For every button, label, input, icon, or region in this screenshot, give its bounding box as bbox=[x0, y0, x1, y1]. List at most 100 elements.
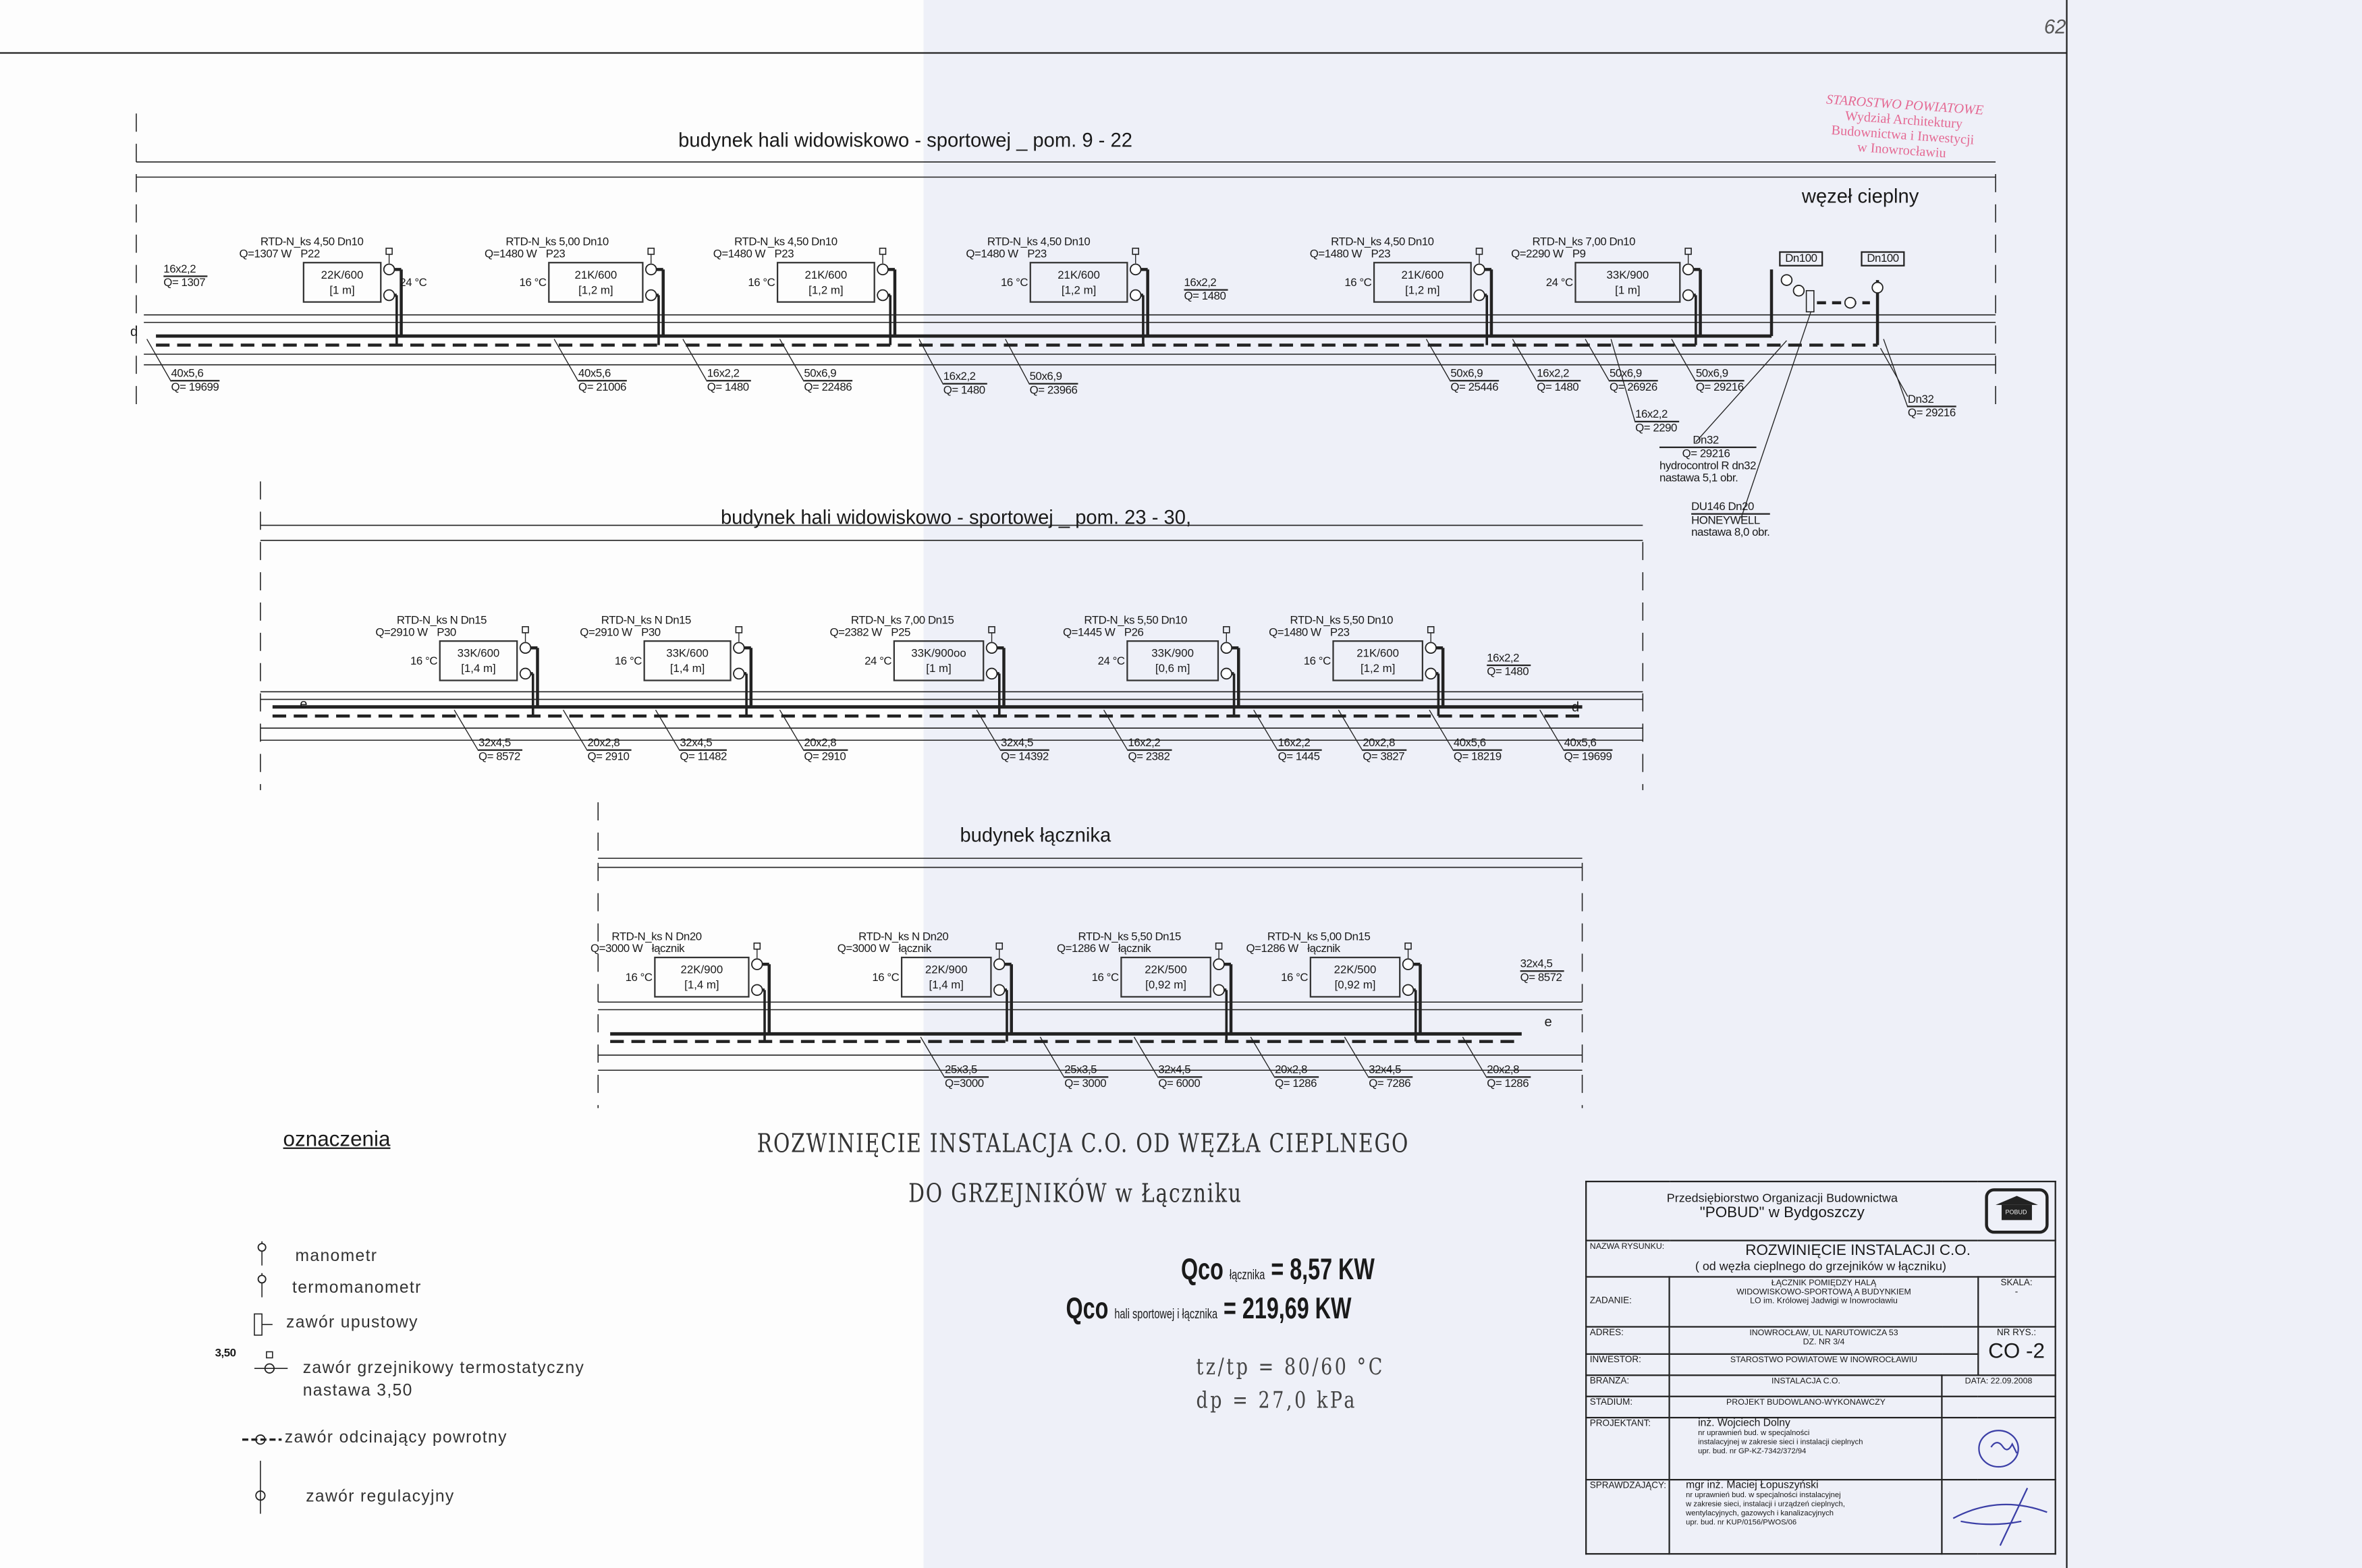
return-valve-icon bbox=[1402, 984, 1415, 997]
label: STADIUM: bbox=[1585, 1395, 1671, 1419]
qco-subscript: hali sportowej i łącznika bbox=[1114, 1306, 1218, 1322]
label: DATA: bbox=[1965, 1377, 1989, 1387]
thermostatic-valve-icon bbox=[383, 263, 395, 276]
radiator-box: 21K/600[1,2 m] bbox=[548, 262, 644, 303]
radiator-valve-spec: RTD-N_ks 5,50 Dn15 bbox=[1078, 929, 1181, 943]
company-name: Przedsiębiorstwo Organizacji Budownictwa… bbox=[1585, 1181, 1978, 1241]
radiator-valve-spec: RTD-N_ks 4,50 Dn10 bbox=[987, 234, 1091, 248]
radiator-q: Q=2910 W bbox=[375, 625, 428, 639]
pipe-label-pipe: 25x3,5 bbox=[945, 1063, 989, 1078]
radiator-room: P23 bbox=[545, 246, 566, 260]
drain-valve-icon bbox=[254, 1313, 263, 1336]
radiator-valve-spec: RTD-N_ks 4,50 Dn10 bbox=[1331, 234, 1434, 248]
thermostatic-valve-icon bbox=[993, 958, 1006, 970]
pipe-label-q: Q= 8572 bbox=[478, 749, 520, 763]
leader-line bbox=[920, 1036, 945, 1078]
radiator-box: 33K/600[1,4 m] bbox=[439, 640, 518, 681]
legend-setting: nastawa 3,50 bbox=[302, 1382, 413, 1401]
radiator-model: 21K/600 bbox=[1356, 646, 1400, 661]
pipe-label-pipe: 32x4,5 bbox=[1001, 737, 1049, 751]
radiator-room: łącznik bbox=[898, 941, 932, 955]
drawing-name: ROZWINIĘCIE INSTALACJI C.O. bbox=[1745, 1242, 1971, 1260]
radiator-q: Q=3000 W bbox=[590, 941, 643, 955]
radiator-model: 21K/600 bbox=[1058, 268, 1100, 282]
total-heat-connector: Qco łącznika = 8,57 KW bbox=[1181, 1254, 1375, 1289]
valve-head-icon bbox=[995, 942, 1004, 950]
room-temperature: 16 °C bbox=[614, 654, 642, 668]
thermostatic-valve-icon bbox=[644, 263, 657, 276]
radiator-model: 22K/500 bbox=[1334, 962, 1377, 977]
radiator-load-room: Q=3000 W łącznik bbox=[837, 943, 941, 955]
pipe-label-pipe: 16x2,2 bbox=[943, 370, 988, 385]
side-label-pipe: 32x4,5 bbox=[1520, 957, 1565, 972]
return-valve-icon bbox=[383, 289, 395, 302]
leader-line bbox=[1253, 709, 1279, 752]
valve-head-icon bbox=[647, 248, 655, 255]
room-temperature: 16 °C bbox=[872, 970, 900, 984]
radiator-box: 21K/600[1,2 m] bbox=[776, 262, 875, 303]
task-line: WIDOWISKOWO-SPORTOWĄ A BUDYNKIEM bbox=[1736, 1288, 1911, 1297]
drawing-number: CO -2 bbox=[1988, 1338, 2045, 1363]
thermomanometer-icon bbox=[1871, 281, 1884, 294]
pipe-label-pipe: 50x6,9 bbox=[1450, 367, 1499, 382]
radiator-model: 22K/900 bbox=[680, 962, 723, 977]
legend-title: oznaczenia bbox=[283, 1126, 391, 1151]
radiator-q: Q=2290 W bbox=[1511, 246, 1564, 260]
leader-line bbox=[1039, 1036, 1065, 1078]
pipe-label-q: Q= 14392 bbox=[1001, 749, 1049, 763]
heat-node-title: węzeł cieplny bbox=[1801, 184, 1919, 208]
qco-value: = 8,57 KW bbox=[1271, 1253, 1375, 1287]
room-temperature: 16 °C bbox=[410, 654, 438, 668]
radiator-valve-spec: RTD-N_ks 7,00 Dn10 bbox=[1532, 234, 1636, 248]
radiator-length: [1 m] bbox=[1615, 283, 1641, 297]
page-number: 62 bbox=[2043, 15, 2066, 38]
checker-line: upr. bud. nr KUP/0156/PWOS/06 bbox=[1686, 1518, 1797, 1528]
pipe-label-pipe: 32x4,5 bbox=[680, 737, 727, 751]
leader-line bbox=[1883, 339, 1908, 408]
flow-regulator-icon bbox=[1805, 289, 1815, 312]
side-label-q: Q= 1480 bbox=[1184, 289, 1226, 303]
checker-line: nr uprawnień bud. w specjalności instala… bbox=[1686, 1490, 1841, 1501]
side-label-q: Q= 1307 bbox=[163, 275, 206, 289]
label: SKALA: bbox=[2000, 1279, 2033, 1289]
section-title: budynek hali widowiskowo - sportowej _ p… bbox=[678, 128, 1132, 152]
legend-manometer: manometr bbox=[295, 1247, 378, 1266]
pipe-label-q: Q= 2382 bbox=[1128, 749, 1170, 763]
scale: - bbox=[2014, 1288, 2018, 1297]
pipe-label-q: Q= 18219 bbox=[1453, 749, 1502, 763]
leader-line bbox=[1695, 340, 1787, 443]
radiator-length: [1,4 m] bbox=[461, 661, 496, 675]
pipe-label-pipe: 20x2,8 bbox=[1363, 737, 1408, 751]
pipe-label-pipe: 16x2,2 bbox=[1278, 737, 1323, 751]
valve-head-icon bbox=[753, 942, 761, 950]
dn-box-right: Dn100 bbox=[1861, 251, 1905, 267]
legend-drain-valve: zawór upustowy bbox=[286, 1314, 418, 1333]
radiator-q: Q=1307 W bbox=[239, 246, 292, 260]
supply-return-temps: tz/tp = 80/60 °C bbox=[1196, 1353, 1385, 1381]
thermostatic-valve-icon bbox=[1425, 642, 1437, 654]
radiator-q: Q=1480 W bbox=[713, 246, 766, 260]
note-line: Dn32 bbox=[1693, 432, 1719, 447]
radiator-room: łącznik bbox=[651, 941, 685, 955]
radiator-model: 21K/600 bbox=[804, 268, 848, 282]
label: INWESTOR: bbox=[1585, 1353, 1671, 1376]
radiator-length: [0,92 m] bbox=[1334, 978, 1376, 992]
radiator-length: [1,2 m] bbox=[1061, 283, 1097, 297]
radiator-length: [1 m] bbox=[329, 283, 355, 297]
valve-head-icon bbox=[735, 626, 743, 634]
return-valve-icon bbox=[985, 667, 998, 680]
qco-subscript: łącznika bbox=[1229, 1266, 1265, 1283]
leader-line bbox=[1879, 347, 1908, 397]
leader-line bbox=[1462, 1036, 1487, 1078]
label: ZADANIE: bbox=[1585, 1276, 1671, 1328]
radiator-q: Q=3000 W bbox=[837, 941, 890, 955]
room-temperature: 16 °C bbox=[1303, 654, 1331, 668]
valve-head-icon bbox=[879, 248, 887, 255]
